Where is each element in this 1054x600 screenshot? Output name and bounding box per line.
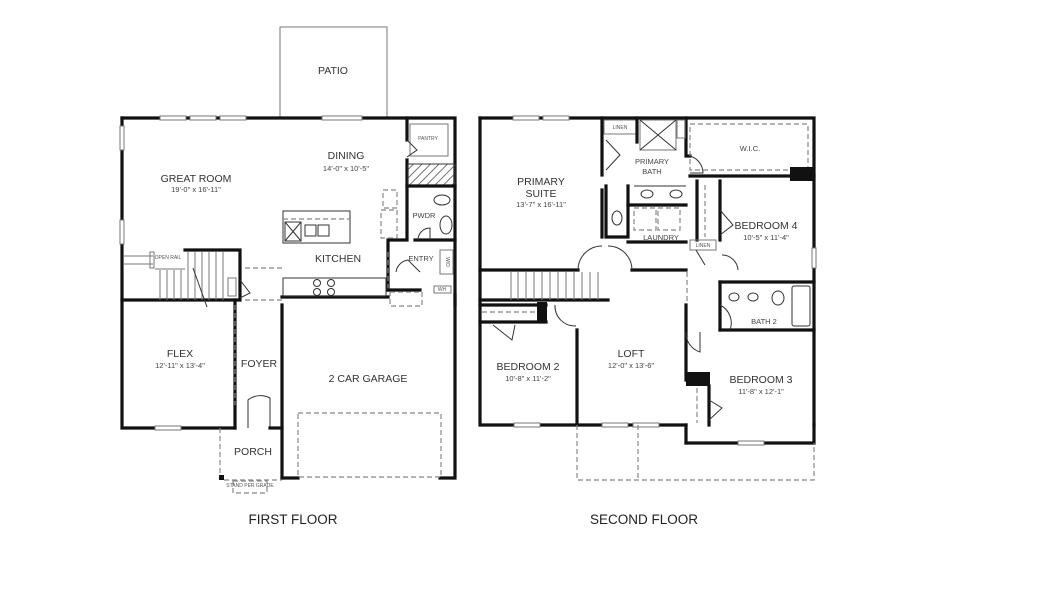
second-floor-title: SECOND FLOOR [590,512,698,527]
window [189,115,217,121]
room-size-great-room: 19'-0" x 16'-11" [171,185,221,194]
room-label-flex: FLEX [167,348,193,360]
water-heater-note: WH [438,287,447,293]
kitchen-island [282,210,351,244]
room-size-bedroom-2: 10'-8" x 11'-2" [505,374,551,383]
stoop-note: STAND PER GRADE [226,483,274,489]
room-label-patio: PATIO [318,65,348,77]
room-label-bedroom-2: BEDROOM 2 [496,361,559,373]
room-label-primary-bath: PRIMARY [635,157,669,166]
first-floor-title: FIRST FLOOR [248,512,337,527]
room-label-wic: W.I.C. [740,144,760,153]
room-label-garage: 2 CAR GARAGE [329,373,408,385]
window [159,115,187,121]
window [219,115,247,121]
room-label-great-room: GREAT ROOM [161,173,232,185]
garage-door [297,412,442,478]
first-floor-plan: W/D WH OPEN RAIL [119,26,457,527]
window [119,219,125,245]
room-label-bedroom-4: BEDROOM 4 [734,220,797,232]
room-size-bedroom-4: 10'-5" x 11'-4" [743,233,789,242]
room-label-entry: ENTRY [408,254,433,263]
room-label-dining: DINING [328,150,365,162]
room-label-primary-suite-2: SUITE [526,188,557,200]
room-label-primary-suite: PRIMARY [517,176,565,188]
second-floor-plan: PRIMARY SUITE 13'-7" x 16'-11" PRIMARY B… [478,115,817,527]
room-size-flex: 12'-11" x 13'-4" [155,361,205,370]
room-size-dining: 14'-0" x 10'-5" [323,164,369,173]
room-label-bath-2: BATH 2 [751,317,777,326]
room-label-bedroom-3: BEDROOM 3 [729,374,792,386]
room-label-loft: LOFT [618,348,645,360]
svg-text:W/D: W/D [444,257,450,267]
room-label-primary-bath-2: BATH [642,167,661,176]
patio-door [321,115,363,121]
room-size-loft: 12'-0" x 13'-6" [608,361,654,370]
window [119,125,125,151]
room-label-pantry: PANTRY [418,136,438,142]
open-rail-note: OPEN RAIL [155,255,182,261]
room-label-foyer: FOYER [241,358,278,370]
room-label-porch: PORCH [234,446,272,458]
room-size-bedroom-3: 11'-8" x 12'-1" [738,387,784,396]
room-label-laundry: LAUNDRY [643,233,679,242]
room-label-linen-2: LINEN [696,243,711,249]
room-label-kitchen: KITCHEN [315,253,361,265]
room-size-primary-suite: 13'-7" x 16'-11" [516,200,566,209]
room-label-linen-1: LINEN [613,125,628,131]
room-label-pwdr: PWDR [413,211,436,220]
